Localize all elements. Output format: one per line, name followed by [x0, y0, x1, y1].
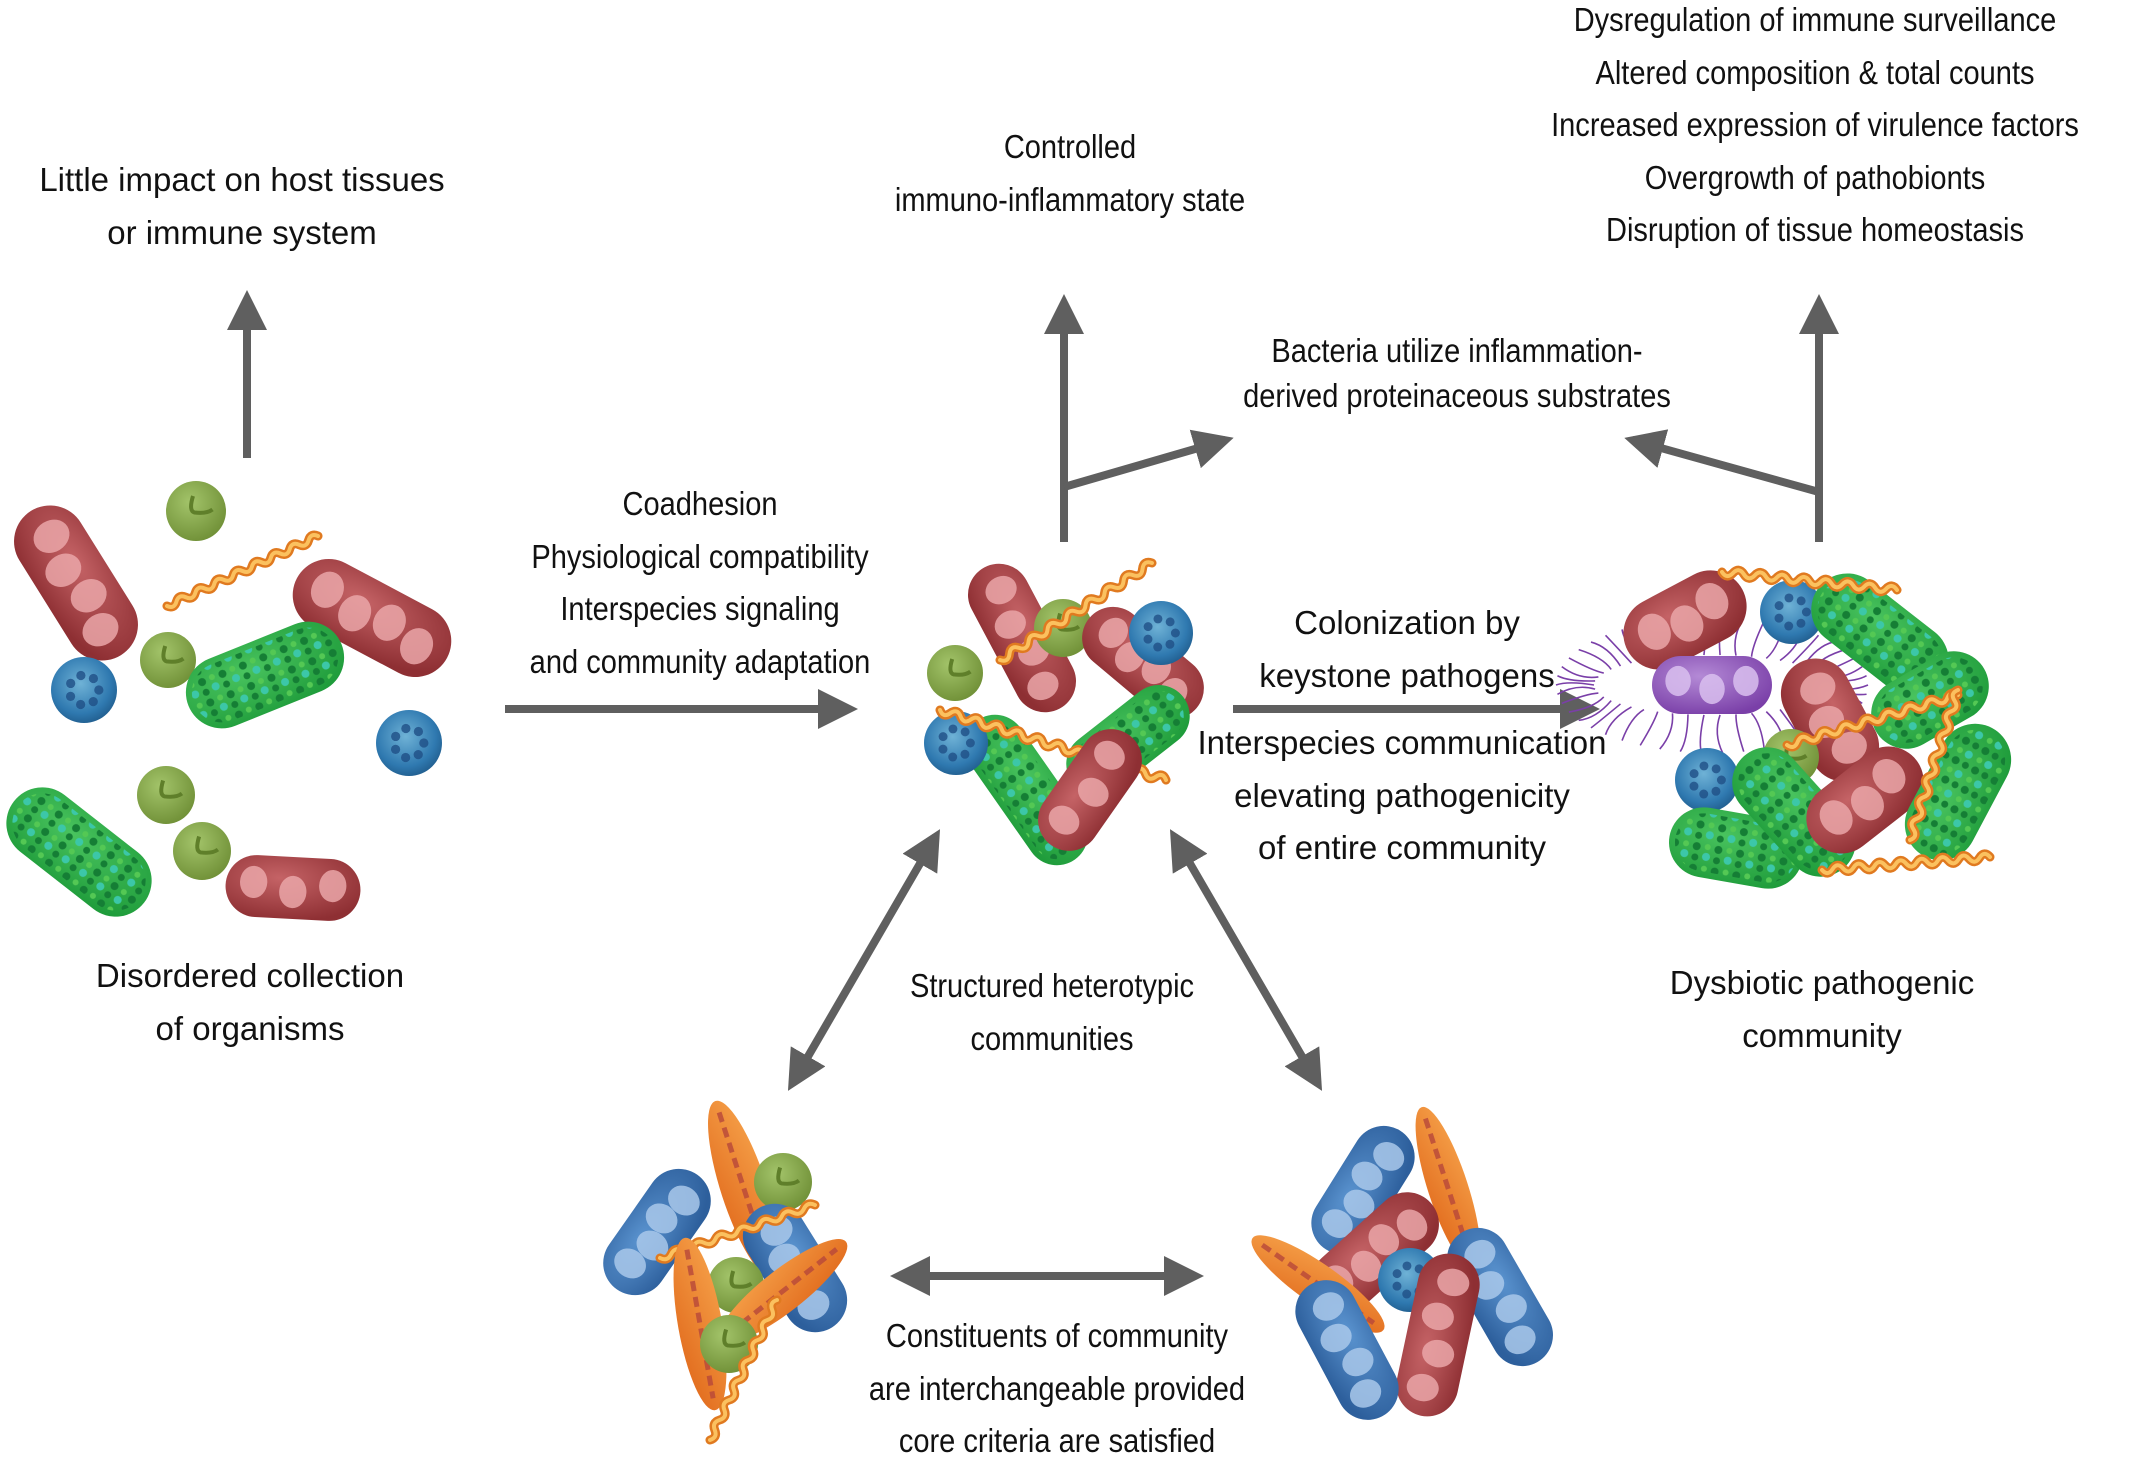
label-line: Bacteria utilize inflammation-: [1271, 332, 1643, 369]
spirochete: [162, 530, 323, 612]
label-line: derived proteinaceous substrates: [1243, 377, 1671, 414]
label-dysbiotic: Dysbiotic pathogenic community: [1670, 957, 1975, 1062]
red-rod: [1038, 729, 1142, 851]
blue-rod: [1311, 1125, 1415, 1255]
label-line: Physiological compatibility: [531, 537, 869, 575]
label-line: or immune system: [107, 213, 377, 251]
label-disordered: Disordered collection of organisms: [96, 950, 404, 1055]
green-coccus: [140, 632, 196, 688]
red-rod: [1396, 1253, 1480, 1417]
arrow-structured-to-substrates: [1062, 429, 1234, 491]
label-line: Constituents of community: [885, 1317, 1229, 1354]
label-line: Little impact on host tissues: [39, 161, 445, 198]
label-line: are interchangeable provided: [868, 1369, 1246, 1407]
spirochete: [995, 557, 1157, 666]
label-line: Dysbiotic pathogenic: [1669, 964, 1975, 1001]
blue-coccus: [1129, 601, 1193, 665]
green-coccus: [754, 1153, 812, 1211]
spirochete: [1905, 685, 1963, 845]
green-rod: [185, 621, 345, 729]
label-line: Disordered collection: [95, 957, 405, 994]
blue-rod: [1295, 1280, 1399, 1420]
organisms-layer: [6, 481, 2012, 1445]
red-rod: [292, 558, 452, 678]
red-rod: [14, 505, 138, 661]
label-line: communities: [970, 1019, 1134, 1057]
green-coccus: [173, 822, 231, 880]
spirochete: [1717, 565, 1902, 597]
arrows-layer: [227, 290, 1839, 1296]
green-coccus: [927, 645, 983, 701]
blue-coccus: [924, 711, 988, 775]
label-line: Dysregulation of immune surveillance: [1573, 1, 2057, 38]
label-line: Controlled: [1003, 128, 1137, 165]
double-arrow-right-diagonal: [1169, 829, 1323, 1091]
label-line: community: [1742, 1016, 1902, 1054]
label-line: core criteria are satisfied: [898, 1422, 1216, 1459]
label-line: elevating pathogenicity: [1234, 776, 1570, 814]
label-line: Interspecies signaling: [560, 590, 840, 627]
label-structured: Structured heterotypic communities: [910, 960, 1194, 1065]
label-dysregulation-list: Dysregulation of immune surveillance Alt…: [1551, 0, 2079, 257]
red-rod: [1806, 746, 1924, 854]
label-line: Altered composition & total counts: [1595, 53, 2035, 91]
double-arrow-left-diagonal: [787, 829, 941, 1091]
label-line: Coadhesion: [622, 485, 778, 522]
blue-rod: [1447, 1227, 1553, 1367]
spirochete: [705, 1295, 782, 1445]
purple-rod: [1652, 656, 1772, 714]
label-line: Overgrowth of pathobionts: [1644, 158, 1986, 196]
green-rod: [1811, 573, 1949, 697]
label-line: Interspecies communication: [1197, 724, 1607, 761]
blue-coccus: [51, 657, 117, 723]
green-coccus: [166, 481, 226, 541]
arrow-dysbiotic-to-substrates: [1624, 429, 1821, 496]
green-coccus: [137, 766, 195, 824]
label-line: Colonization by: [1294, 604, 1520, 641]
red-rod: [225, 855, 361, 921]
orange-fusiform: [718, 1239, 848, 1343]
label-line: Disruption of tissue homeostasis: [1605, 211, 2025, 248]
blue-coccus: [376, 710, 442, 776]
label-line: Structured heterotypic: [909, 967, 1195, 1004]
green-rod: [6, 787, 152, 917]
label-line: immuno-inflammatory state: [894, 180, 1246, 218]
label-line: and community adaptation: [529, 642, 871, 680]
label-constituents: Constituents of community are interchang…: [869, 1310, 1245, 1468]
blue-coccus: [1760, 580, 1824, 644]
label-coadhesion: Coadhesion Physiological compatibility I…: [530, 478, 871, 688]
red-rod: [1623, 570, 1747, 670]
spirochete: [1817, 849, 1995, 878]
blue-coccus: [1675, 748, 1739, 812]
green-rod: [1904, 723, 2012, 861]
blue-rod: [603, 1168, 711, 1296]
label-line: of entire community: [1258, 829, 1546, 866]
label-line: keystone pathogens: [1259, 656, 1555, 694]
spirochete: [1782, 688, 1963, 752]
label-line: Increased expression of virulence factor…: [1551, 106, 2079, 143]
label-little-impact: Little impact on host tissues or immune …: [39, 154, 444, 259]
label-interspecies: Interspecies communication elevating pat…: [1197, 717, 1606, 875]
label-controlled: Controlled immuno-inflammatory state: [895, 121, 1245, 226]
label-colonization: Colonization by keystone pathogens: [1259, 597, 1554, 702]
label-line: of organisms: [155, 1009, 345, 1047]
label-bacteria-utilize: Bacteria utilize inflammation- derived p…: [1243, 328, 1671, 418]
